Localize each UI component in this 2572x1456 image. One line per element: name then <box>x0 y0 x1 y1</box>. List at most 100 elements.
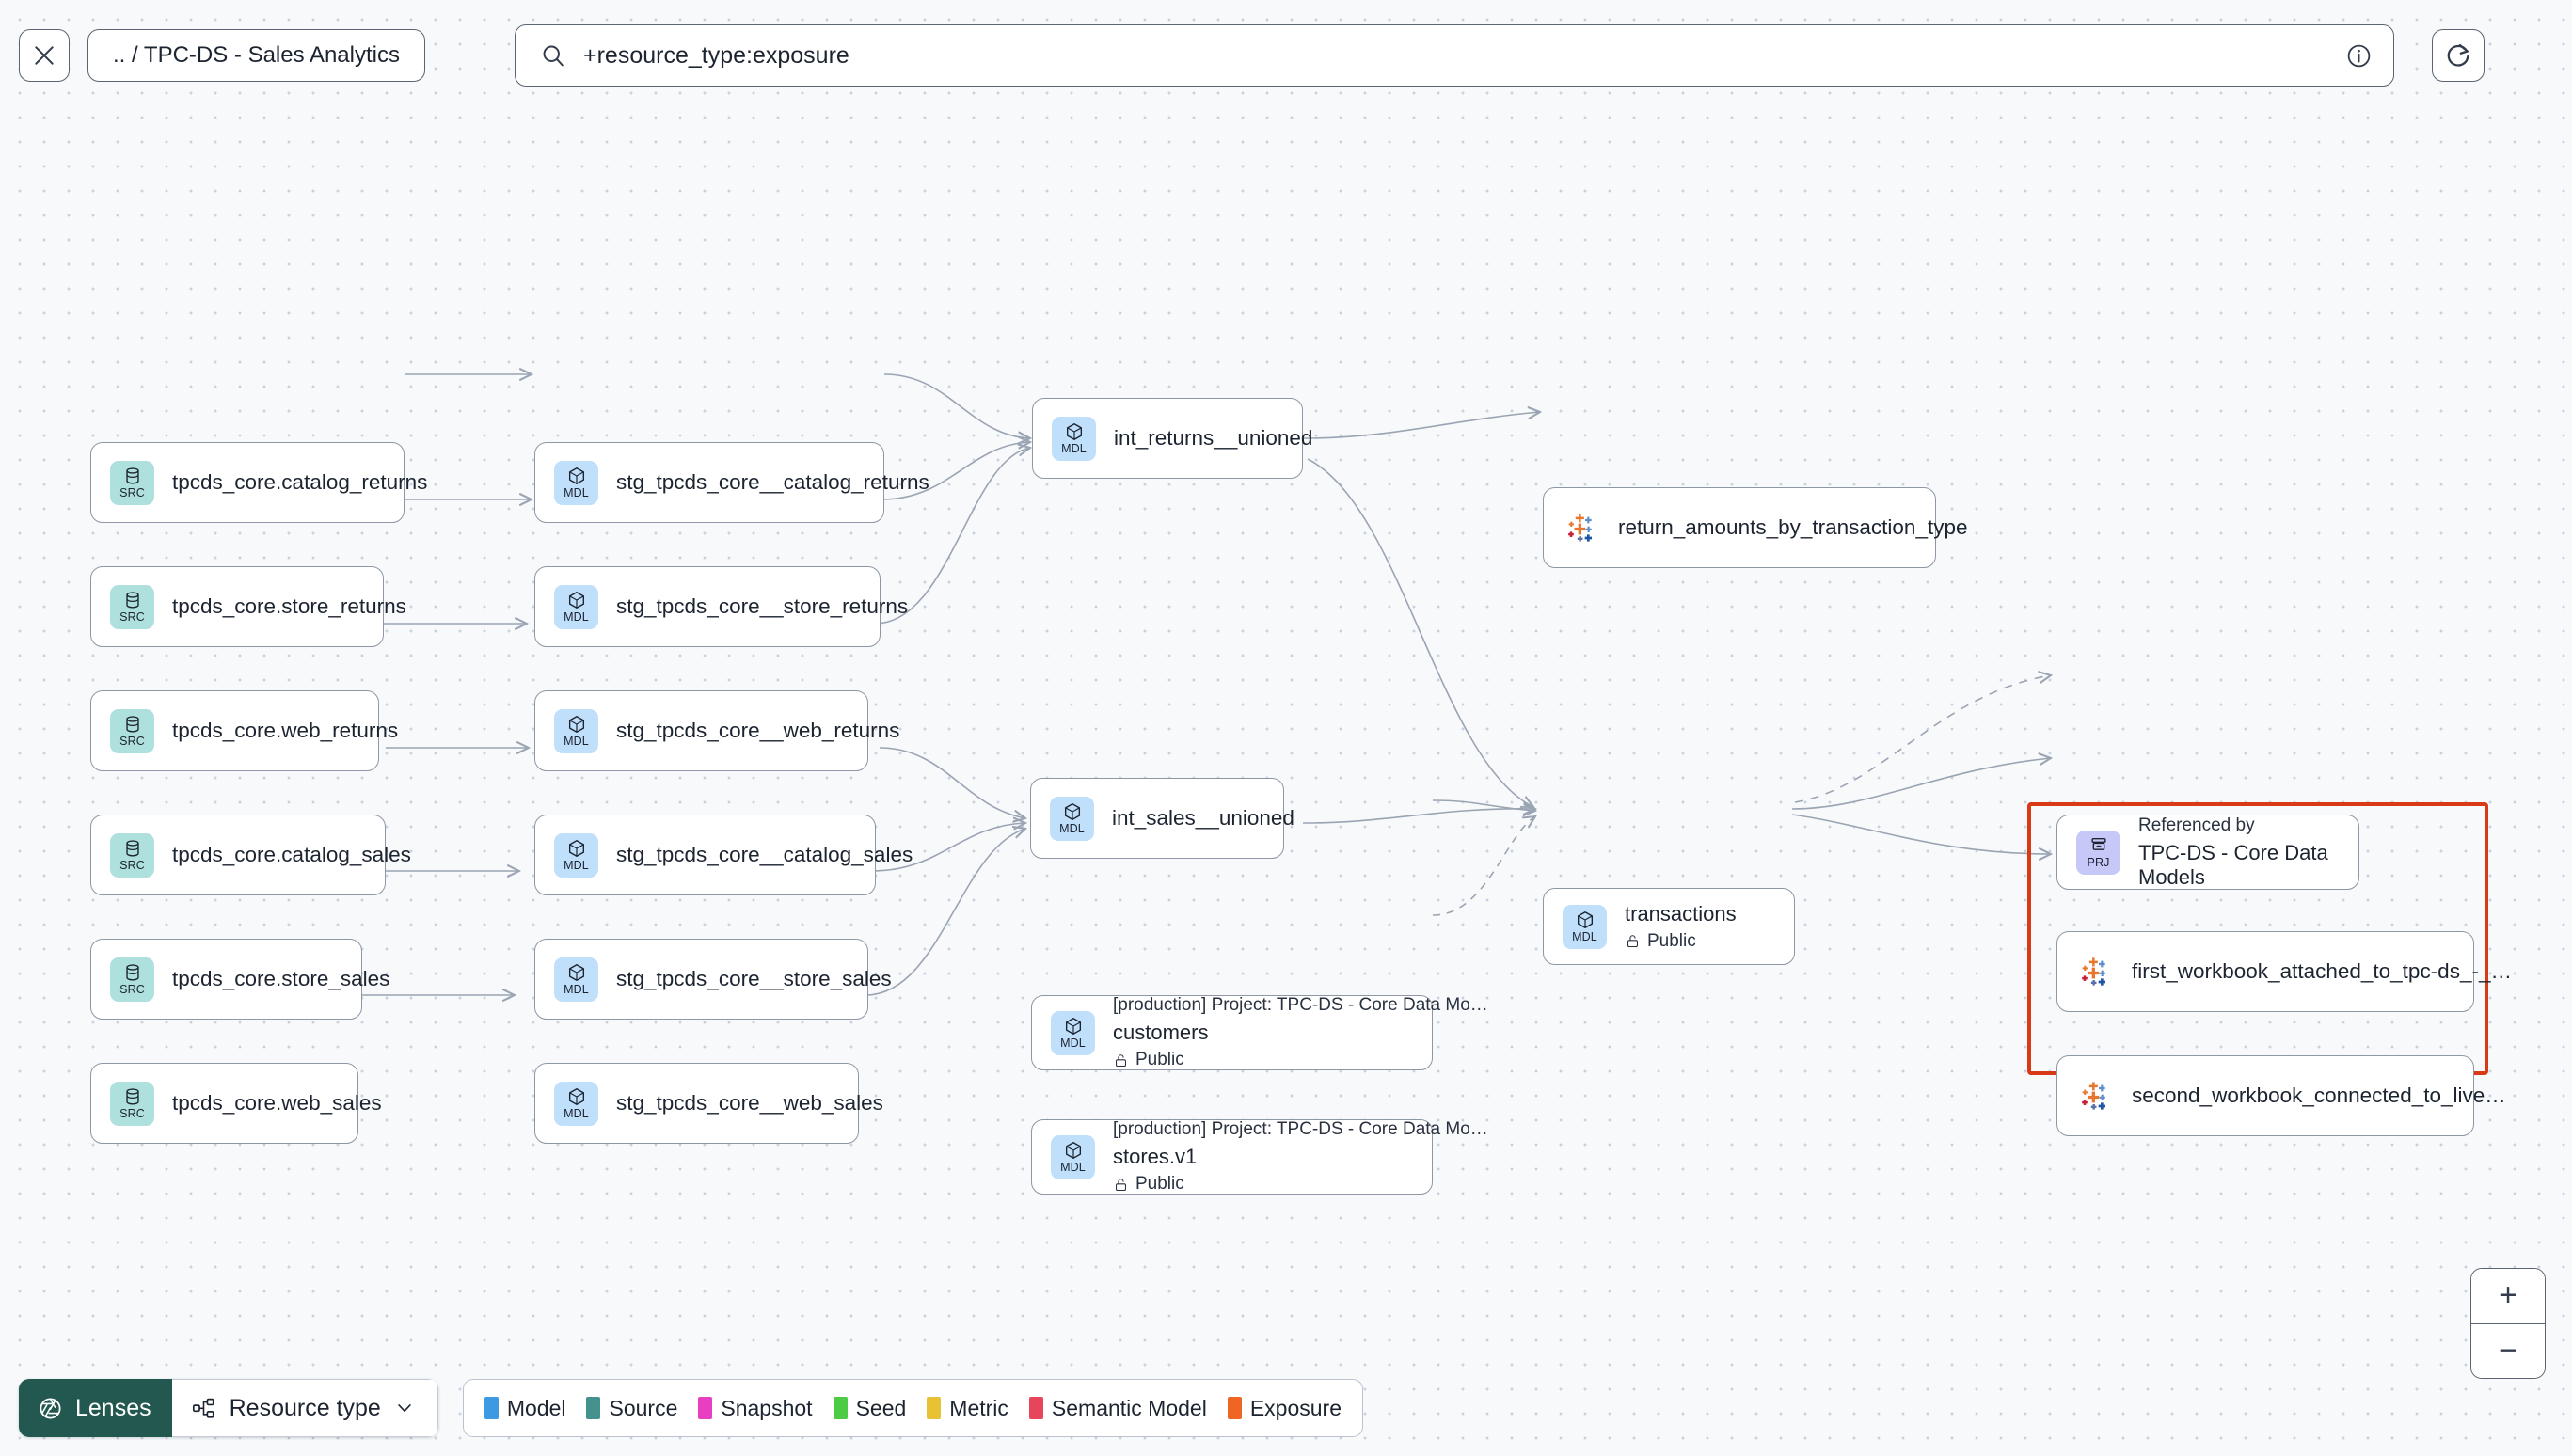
node-body: [production] Project: TPC-DS - Core Data… <box>1113 995 1488 1070</box>
node-model-stg-web-returns[interactable]: MDL stg_tpcds_core__web_returns <box>534 690 899 771</box>
node-source-store-sales[interactable]: SRC tpcds_core.store_sales <box>90 939 389 1020</box>
node-model-stores-v1[interactable]: MDL [production] Project: TPC-DS - Core … <box>1031 1119 1488 1195</box>
node-source-catalog-sales[interactable]: SRC tpcds_core.catalog_sales <box>90 815 411 895</box>
node-source-web-returns[interactable]: SRC tpcds_core.web_returns <box>90 690 398 771</box>
badge-text: SRC <box>119 735 145 749</box>
breadcrumb-label: .. / TPC-DS - Sales Analytics <box>113 42 400 68</box>
unlock-icon <box>1116 1178 1126 1191</box>
zoom-in-button[interactable]: + <box>2471 1269 2545 1323</box>
source-badge: SRC <box>110 460 154 505</box>
node-exposure-second-workbook[interactable]: second_workbook_connected_to_live… <box>2056 1055 2506 1136</box>
legend-item-exposure[interactable]: Exposure <box>1227 1395 1342 1421</box>
search-bar[interactable] <box>514 24 2394 87</box>
node-label: TPC-DS - Core Data Models <box>2138 840 2328 889</box>
badge-text: MDL <box>564 1107 589 1121</box>
node-source-catalog-returns[interactable]: SRC tpcds_core.catalog_returns <box>90 442 427 523</box>
legend-label: Source <box>609 1395 678 1420</box>
node-model-customers[interactable]: MDL [production] Project: TPC-DS - Core … <box>1031 995 1488 1070</box>
badge-text: MDL <box>564 983 589 997</box>
node-source-store-returns[interactable]: SRC tpcds_core.store_returns <box>90 566 406 647</box>
model-badge: MDL <box>1051 1134 1095 1179</box>
node-project-referenced-by[interactable]: PRJ Referenced by TPC-DS - Core Data Mod… <box>2056 815 2359 890</box>
close-button[interactable] <box>19 29 70 82</box>
breadcrumb[interactable]: .. / TPC-DS - Sales Analytics <box>87 29 425 82</box>
node-label: return_amounts_by_transaction_type <box>1618 515 1968 539</box>
legend-item-model[interactable]: Model <box>484 1395 566 1421</box>
node-exposure-first-workbook[interactable]: first_workbook_attached_to_tpc-ds_-_… <box>2056 931 2512 1012</box>
tableau-icon <box>2082 1082 2105 1110</box>
cube-icon <box>568 716 584 734</box>
legend-label: Exposure <box>1249 1395 1342 1420</box>
node-body: [production] Project: TPC-DS - Core Data… <box>1113 1119 1488 1195</box>
lenses-label: Lenses <box>75 1394 151 1421</box>
source-badge: SRC <box>110 1081 154 1126</box>
node-label: int_sales__unioned <box>1112 806 1294 830</box>
legend-swatch <box>833 1397 848 1419</box>
legend-label: Snapshot <box>721 1395 813 1420</box>
node-model-int-returns-unioned[interactable]: MDL int_returns__unioned <box>1032 398 1312 479</box>
legend-item-semantic-model[interactable]: Semantic Model <box>1028 1395 1207 1421</box>
node-model-transactions[interactable]: MDL transactions Public <box>1543 888 1795 965</box>
source-badge: SRC <box>110 584 154 629</box>
node-exposure-return-amounts[interactable]: return_amounts_by_transaction_type <box>1543 487 1967 568</box>
lens-control-group: Lenses Resource type <box>19 1379 438 1437</box>
node-visibility: Public <box>1113 1174 1488 1195</box>
unlock-icon <box>1116 1053 1126 1067</box>
badge-text: SRC <box>119 859 145 873</box>
visibility-text: Public <box>1135 1174 1184 1194</box>
refresh-button[interactable] <box>2431 29 2485 82</box>
legend-swatch <box>484 1397 499 1419</box>
badge-text: MDL <box>564 735 589 749</box>
lenses-button[interactable]: Lenses <box>19 1379 172 1437</box>
badge-text: MDL <box>564 486 589 500</box>
refresh-icon <box>2447 44 2469 67</box>
model-badge: MDL <box>554 584 598 629</box>
badge-text: MDL <box>564 610 589 625</box>
node-label: tpcds_core.web_returns <box>172 719 399 742</box>
cube-icon <box>1066 423 1082 441</box>
node-label: stg_tpcds_core__catalog_sales <box>616 843 913 866</box>
resource-type-dropdown[interactable]: Resource type <box>171 1379 438 1437</box>
legend-item-source[interactable]: Source <box>586 1396 677 1421</box>
legend-swatch <box>1028 1397 1043 1419</box>
node-label: first_workbook_attached_to_tpc-ds_-_… <box>2132 959 2512 983</box>
model-badge: MDL <box>1050 796 1094 841</box>
search-icon <box>543 45 564 67</box>
badge-text: MDL <box>1060 1037 1086 1051</box>
node-model-stg-catalog-sales[interactable]: MDL stg_tpcds_core__catalog_sales <box>534 815 913 895</box>
hierarchy-icon <box>192 1398 214 1418</box>
node-model-int-sales-unioned[interactable]: MDL int_sales__unioned <box>1030 778 1294 859</box>
node-label: customers <box>1113 1021 1209 1044</box>
visibility-text: Public <box>1135 1050 1184 1069</box>
legend-label: Semantic Model <box>1051 1395 1207 1420</box>
badge-text: SRC <box>119 1107 145 1121</box>
node-label: tpcds_core.catalog_returns <box>172 470 428 494</box>
tableau-icon <box>1568 514 1592 542</box>
legend-label: Model <box>506 1395 566 1420</box>
aperture-icon <box>40 1397 61 1419</box>
archive-icon <box>2090 838 2106 851</box>
legend-item-metric[interactable]: Metric <box>927 1396 1008 1421</box>
node-label: tpcds_core.store_returns <box>172 594 406 618</box>
info-circle-icon[interactable] <box>2345 42 2373 70</box>
node-model-stg-catalog-returns[interactable]: MDL stg_tpcds_core__catalog_returns <box>534 442 929 523</box>
model-badge: MDL <box>554 1081 598 1126</box>
node-source-web-sales[interactable]: SRC tpcds_core.web_sales <box>90 1063 382 1144</box>
cube-icon <box>1577 911 1593 929</box>
cube-icon <box>568 840 584 858</box>
zoom-out-button[interactable]: − <box>2471 1322 2545 1378</box>
badge-text: MDL <box>1060 1161 1086 1175</box>
node-model-stg-store-returns[interactable]: MDL stg_tpcds_core__store_returns <box>534 566 908 647</box>
model-badge: MDL <box>1052 416 1096 461</box>
lineage-canvas[interactable]: SRC tpcds_core.catalog_returns SRC tpcds… <box>0 111 2572 1381</box>
resource-type-legend: Model Source Snapshot Seed Metric Semant… <box>462 1379 1363 1437</box>
node-body: transactions Public <box>1625 902 1737 952</box>
legend-item-snapshot[interactable]: Snapshot <box>698 1395 813 1421</box>
legend-item-seed[interactable]: Seed <box>833 1396 906 1421</box>
top-toolbar: .. / TPC-DS - Sales Analytics <box>0 0 2572 111</box>
node-model-stg-web-sales[interactable]: MDL stg_tpcds_core__web_sales <box>534 1063 883 1144</box>
search-input[interactable] <box>582 41 2328 70</box>
badge-text: MDL <box>1572 930 1597 944</box>
node-model-stg-store-sales[interactable]: MDL stg_tpcds_core__store_sales <box>534 939 892 1020</box>
badge-text: SRC <box>119 486 145 500</box>
